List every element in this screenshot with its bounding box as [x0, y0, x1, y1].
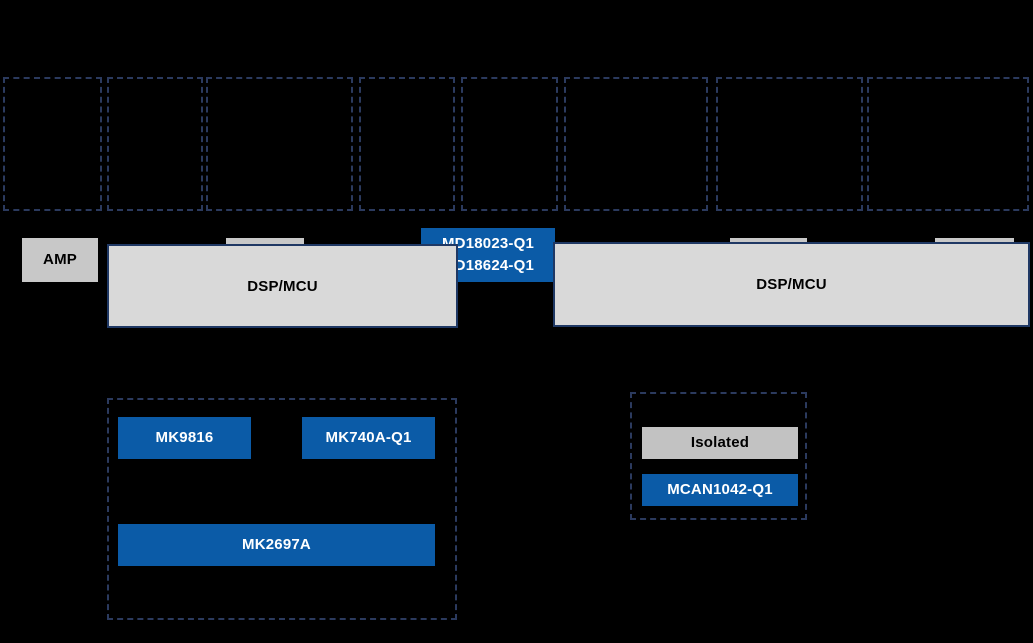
- dashed-region-bottom-left: [107, 398, 457, 620]
- part-block-mk2697a: MK2697A: [118, 524, 435, 566]
- part-number: MK2697A: [242, 535, 311, 553]
- part-number: MK740A-Q1: [325, 428, 412, 446]
- dashed-region-can: [630, 392, 807, 520]
- dashed-region-4: AMP: [359, 77, 807, 282]
- part-block-mk9816: MK9816: [118, 417, 251, 459]
- part-block-mk740a: MK740A-Q1: [302, 417, 435, 459]
- isolated-block: Isolated: [642, 427, 798, 459]
- part-number: MD18624-Q1: [441, 257, 535, 274]
- part-number: MCAN1042-Q1: [667, 480, 773, 498]
- dsp-mcu-label: DSP/MCU: [247, 277, 318, 295]
- dashed-region-2: AMP: [107, 77, 304, 282]
- dsp-mcu-label: DSP/MCU: [756, 276, 827, 293]
- part-block-mcan1042: MCAN1042-Q1: [642, 474, 798, 506]
- dashed-region-1: AMP: [3, 77, 102, 282]
- dsp-mcu-block-right: DSP/MCU: [553, 242, 1030, 327]
- dsp-mcu-block-left: DSP/MCU: [107, 244, 458, 328]
- amp-label: AMP: [43, 250, 77, 268]
- dashed-region-3: MD18023-Q1 MD18624-Q1: [206, 77, 555, 282]
- part-number: MD18023-Q1: [441, 234, 535, 252]
- dashed-region-8: AMP: [867, 77, 1029, 211]
- dashed-region-6: MD18023-Q1: [564, 77, 708, 211]
- dashed-region-7: MD18023-Q1 MD18624-Q1: [716, 77, 863, 211]
- amp-block-1: AMP: [22, 238, 98, 282]
- dashed-region-5: AMP: [461, 77, 1014, 282]
- part-number: MK9816: [155, 428, 214, 446]
- isolated-label: Isolated: [690, 433, 750, 451]
